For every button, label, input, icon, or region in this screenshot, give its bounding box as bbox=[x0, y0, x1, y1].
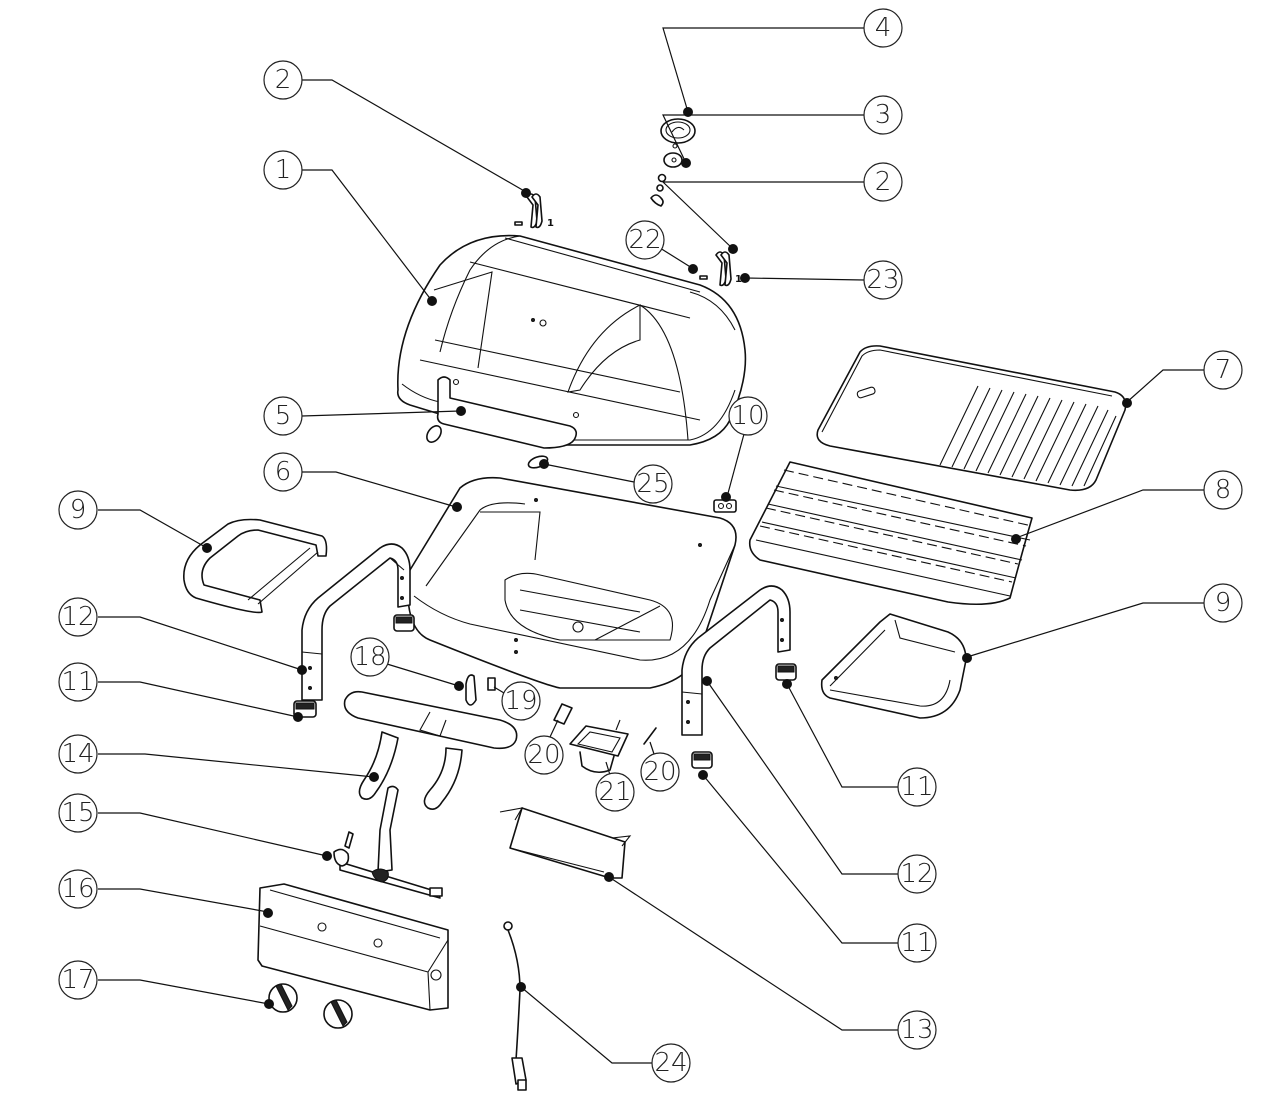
callout-label: 18 bbox=[353, 642, 386, 672]
callout-24: 24 bbox=[516, 982, 691, 1083]
igniter-part bbox=[465, 674, 477, 706]
callout-5: 5 bbox=[263, 396, 466, 436]
side-handle-left-part bbox=[183, 518, 328, 614]
callout-12-right: 12 bbox=[702, 676, 937, 894]
callout-label: 20 bbox=[527, 740, 560, 770]
cooking-grate-part bbox=[816, 345, 1127, 492]
callout-2-right: 2 bbox=[661, 162, 903, 254]
callout-4: 4 bbox=[662, 8, 903, 117]
foot-right-part-b bbox=[691, 751, 713, 769]
pin-part bbox=[643, 727, 657, 745]
callout-22: 22 bbox=[625, 220, 698, 274]
callout-21: 21 bbox=[595, 761, 635, 812]
hinge-mark-right: 1 bbox=[735, 274, 742, 285]
callout-17: 17 bbox=[58, 960, 274, 1009]
clip-part bbox=[553, 703, 573, 725]
callout-label: 6 bbox=[275, 457, 292, 487]
thermometer-part bbox=[660, 118, 696, 149]
callout-label: 24 bbox=[654, 1048, 687, 1078]
callout-25: 25 bbox=[539, 459, 673, 504]
callout-label: 17 bbox=[61, 965, 94, 995]
callout-3: 3 bbox=[662, 95, 903, 168]
callout-9-left: 9 bbox=[58, 490, 212, 553]
callout-label: 2 bbox=[875, 167, 892, 197]
callout-label: 7 bbox=[1215, 355, 1232, 385]
side-handle-right-part bbox=[820, 613, 967, 719]
callout-label: 19 bbox=[504, 686, 537, 716]
callout-label: 14 bbox=[61, 739, 94, 769]
electrode-clip-part bbox=[487, 677, 496, 691]
foot-right-part-a bbox=[775, 663, 797, 681]
callout-label: 10 bbox=[731, 401, 764, 431]
callout-13: 13 bbox=[604, 872, 937, 1050]
callout-label: 2 bbox=[275, 65, 292, 95]
callout-19: 19 bbox=[493, 681, 541, 721]
hose-regulator-part bbox=[503, 921, 527, 1091]
callout-label: 12 bbox=[61, 602, 94, 632]
callout-9-right: 9 bbox=[962, 583, 1243, 663]
callout-label: 9 bbox=[70, 495, 87, 525]
flame-tamer-part bbox=[748, 461, 1033, 606]
callout-label: 23 bbox=[866, 265, 899, 295]
callout-12-left: 12 bbox=[58, 597, 307, 675]
grease-tray-holder-part bbox=[499, 807, 632, 879]
callouts: 1 2 4 3 2 23 22 bbox=[58, 8, 1243, 1083]
callout-label: 11 bbox=[900, 928, 933, 958]
hinge-left-part: 1 bbox=[514, 193, 554, 229]
callout-label: 15 bbox=[61, 798, 94, 828]
grease-cup-part bbox=[569, 719, 629, 774]
control-knob-part-a bbox=[268, 983, 298, 1013]
callout-7: 7 bbox=[1122, 350, 1243, 408]
callout-label: 13 bbox=[900, 1015, 933, 1045]
lid-part bbox=[396, 234, 747, 446]
callout-14: 14 bbox=[58, 734, 379, 782]
valve-manifold-part bbox=[333, 785, 443, 899]
lid-handle-part bbox=[436, 376, 580, 449]
callout-2-left: 2 bbox=[263, 60, 531, 198]
callout-1: 1 bbox=[263, 150, 437, 306]
hinge-right-part: 1 bbox=[699, 251, 742, 287]
callout-label: 8 bbox=[1215, 475, 1232, 505]
callout-label: 4 bbox=[875, 13, 892, 43]
burner-part bbox=[343, 690, 518, 810]
callout-label: 1 bbox=[275, 155, 292, 185]
callout-label: 9 bbox=[1215, 588, 1232, 618]
callout-15: 15 bbox=[58, 793, 332, 861]
callout-23: 23 bbox=[740, 260, 903, 300]
callout-10: 10 bbox=[721, 396, 768, 502]
callout-label: 5 bbox=[275, 401, 292, 431]
callout-20-right: 20 bbox=[640, 741, 680, 792]
callout-16: 16 bbox=[58, 869, 273, 918]
callout-label: 25 bbox=[636, 469, 669, 499]
callout-label: 16 bbox=[61, 874, 94, 904]
callout-20-left: 20 bbox=[524, 719, 564, 775]
control-panel-part bbox=[257, 883, 449, 1011]
callout-label: 12 bbox=[900, 859, 933, 889]
callout-11-left: 11 bbox=[58, 662, 303, 722]
callout-8: 8 bbox=[1011, 470, 1243, 544]
foot-left-part-b bbox=[393, 614, 415, 632]
callout-label: 20 bbox=[643, 757, 676, 787]
callout-6: 6 bbox=[263, 452, 462, 512]
callout-label: 22 bbox=[628, 225, 661, 255]
leg-right-part bbox=[681, 585, 791, 736]
leg-left-part bbox=[301, 543, 411, 701]
callout-label: 21 bbox=[598, 777, 631, 807]
callout-label: 11 bbox=[900, 772, 933, 802]
callout-label: 11 bbox=[61, 667, 94, 697]
callout-11-right-rear: 11 bbox=[782, 679, 937, 807]
callout-label: 3 bbox=[875, 100, 892, 130]
lid-gasket-part bbox=[426, 425, 442, 443]
callout-11-right-front: 11 bbox=[698, 770, 937, 963]
control-knob-part-b bbox=[323, 999, 353, 1029]
callout-18: 18 bbox=[350, 637, 464, 691]
thermometer-bezel-part bbox=[650, 152, 683, 207]
firebox-part bbox=[403, 476, 737, 689]
hinge-mark-left: 1 bbox=[547, 218, 554, 229]
